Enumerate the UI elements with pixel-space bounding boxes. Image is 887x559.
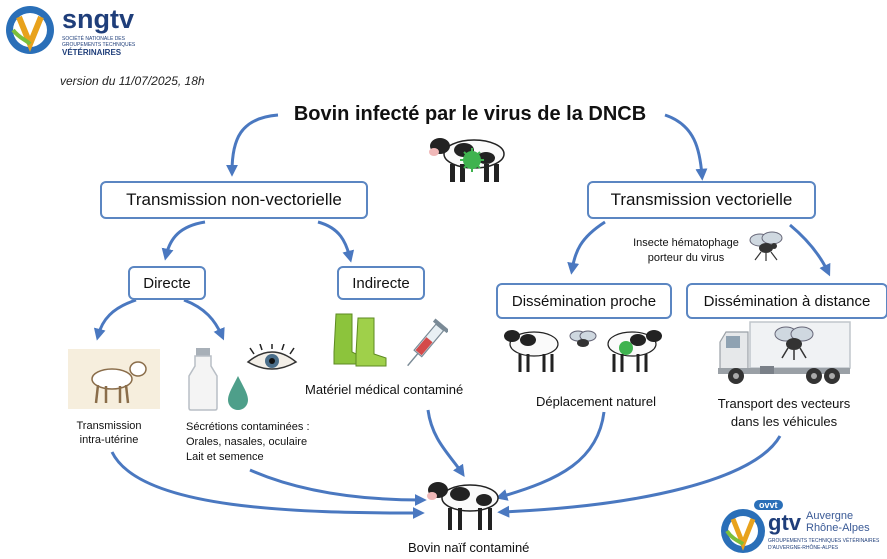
- version-text: version du 11/07/2025, 18h: [60, 74, 205, 88]
- sngtv-logo: sngtv SOCIÉTÉ NATIONALE DES GROUPEMENTS …: [4, 4, 154, 57]
- fly-icon: [749, 231, 783, 261]
- arrow-vector-to-distance: [789, 223, 831, 277]
- arrow-title-to-nonvector: [226, 113, 279, 177]
- sngtv-tagline-2: GROUPEMENTS TECHNIQUES: [62, 42, 136, 48]
- box-distance-dissemination: Dissémination à distance: [686, 283, 887, 319]
- sngtv-wordmark: sngtv: [62, 4, 135, 34]
- target-label: Bovin naïf contaminé: [408, 540, 530, 555]
- sngtv-tagline-3: VÉTÉRINAIRES: [62, 48, 122, 57]
- insect-label-line2: porteur du virus: [647, 252, 725, 264]
- arrow-medical-to-target: [426, 409, 465, 477]
- region-line2: Rhône-Alpes: [806, 522, 870, 534]
- truck-icon: [718, 321, 851, 384]
- transport-label-line1: Transport des vecteurs: [717, 396, 851, 411]
- transport-label-line2: dans les véhicules: [730, 414, 838, 429]
- intrauterine-label-line2: intra-utérine: [79, 434, 139, 446]
- calf-image: [68, 349, 160, 409]
- arrow-natural-to-target: [495, 411, 606, 501]
- box-non-vectorial: Transmission non-vectorielle: [100, 181, 368, 219]
- arrow-title-to-vector: [664, 113, 708, 181]
- arrow-transport-to-target: [497, 435, 782, 518]
- sngtv-logo-mark-icon: [6, 6, 54, 54]
- box-indirect: Indirecte: [337, 266, 425, 300]
- near-cows-icon: [504, 330, 662, 372]
- arrow-nonvector-to-indirect: [317, 220, 355, 263]
- arrow-secretions-to-target: [249, 468, 427, 506]
- diagram-title: Bovin infecté par le virus de la DNCB: [293, 103, 647, 125]
- gtv-tagline-1: GROUPEMENTS TECHNIQUES VÉTÉRINAIRES: [768, 538, 880, 544]
- box-near-dissemination: Dissémination proche: [496, 283, 672, 319]
- secretions-label-line1: Sécrétions contaminées :: [186, 421, 310, 433]
- drop-icon: [228, 376, 248, 410]
- ovvt-badge: ovvt: [754, 500, 783, 510]
- region-line1: Auvergne: [806, 510, 854, 522]
- arrow-nonvector-to-direct: [161, 220, 206, 261]
- medical-label: Matériel médical contaminé: [305, 382, 464, 397]
- milk-bottle-icon: [188, 348, 218, 411]
- arrow-intrauterine-to-target: [110, 451, 425, 519]
- arrow-direct-to-calf: [93, 298, 137, 341]
- boots-icon: [333, 313, 387, 367]
- gtv-logo-mark-icon: [721, 509, 765, 553]
- box-direct: Directe: [128, 266, 206, 300]
- intrauterine-label-line1: Transmission: [76, 420, 142, 432]
- arrow-vector-to-near: [567, 220, 606, 275]
- sngtv-tagline-1: SOCIÉTÉ NATIONALE DES: [62, 36, 125, 42]
- calf-icon: [91, 361, 147, 404]
- box-vectorial: Transmission vectorielle: [587, 181, 816, 219]
- secretions-label-line2: Orales, nasales, oculaire: [186, 436, 308, 448]
- syringe-icon: [407, 318, 448, 367]
- insect-label-line1: Insecte hématophage: [633, 237, 739, 249]
- arrow-direct-to-secretions: [183, 298, 225, 341]
- natural-label: Déplacement naturel: [536, 394, 656, 409]
- naive-cow-icon: [427, 482, 499, 530]
- gtv-tagline-2: D'AUVERGNE-RHÔNE-ALPES: [768, 545, 839, 551]
- eye-icon: [246, 344, 298, 370]
- gtv-ara-logo: ovvt gtv Auvergne Rhône-Alpes GROUPEMENT…: [720, 496, 884, 556]
- secretions-label-line3: Lait et semence: [186, 451, 264, 463]
- infected-cow-icon: [429, 138, 505, 182]
- gtv-wordmark: gtv: [768, 510, 801, 535]
